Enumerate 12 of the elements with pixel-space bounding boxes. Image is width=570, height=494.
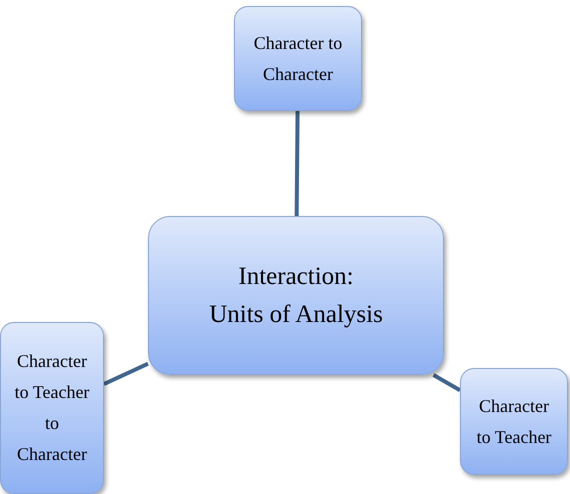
connector-line: [294, 110, 300, 216]
node-label: Character to Character: [252, 32, 344, 86]
node-label: Character to Teacher: [476, 394, 552, 448]
node-label: Interaction:: [238, 262, 354, 292]
rounded-box: [234, 6, 362, 111]
connector-line: [103, 362, 149, 386]
node-label: Units of Analysis: [209, 300, 383, 330]
rounded-box: [460, 368, 568, 475]
node-label: Character to Teacher to Character: [14, 350, 90, 466]
rounded-box: [148, 216, 444, 375]
rounded-box: [0, 322, 104, 494]
connector-line: [432, 373, 461, 392]
